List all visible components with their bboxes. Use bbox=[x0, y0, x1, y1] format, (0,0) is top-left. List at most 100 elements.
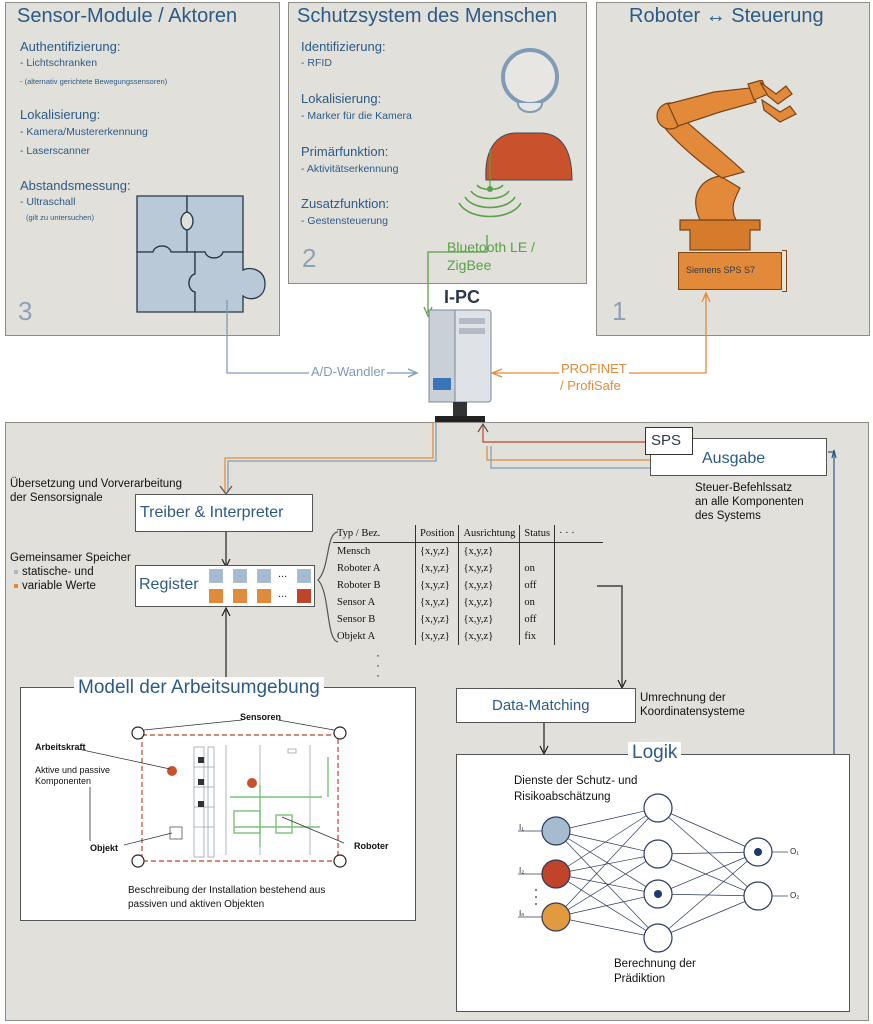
logic-services-line-1: Dienste der Schutz- und bbox=[514, 775, 638, 787]
conversion-line-1: Umrechnung der bbox=[640, 692, 726, 704]
table-cell bbox=[554, 628, 604, 645]
table-row: Roboter B{x,y,z}{x,y,z}off bbox=[333, 577, 604, 594]
table-more-dot-1: · bbox=[376, 648, 380, 662]
table-cell: Roboter A bbox=[337, 563, 381, 574]
memory-title: Gemeinsamer Speicher bbox=[10, 552, 131, 564]
table-cell: off bbox=[519, 577, 555, 594]
wireless-signal-icon bbox=[458, 149, 522, 218]
panel-sensor-number: 3 bbox=[18, 296, 33, 326]
output-label-2: O₂ bbox=[790, 891, 800, 900]
human-item-gesten: Gestensteuerung bbox=[301, 215, 388, 227]
sps-box bbox=[645, 427, 693, 455]
model-desc-line-2: passiven und aktiven Objekten bbox=[128, 899, 265, 910]
memory-static: statische- und bbox=[14, 565, 94, 579]
translation-line-1: Übersetzung und Vorverarbeitung bbox=[10, 478, 182, 490]
computer-tower-icon bbox=[428, 309, 492, 422]
adc-label: A/D-Wandler bbox=[309, 364, 387, 379]
register-cell-static-3 bbox=[257, 569, 271, 583]
human-heading-ident: Identifizierung: bbox=[301, 39, 386, 54]
input-label-2: I₂ bbox=[519, 866, 525, 875]
register-dots-2: ... bbox=[278, 588, 288, 600]
static-dot bbox=[14, 569, 18, 574]
output-label-1: O₁ bbox=[790, 847, 799, 856]
table-cell: {x,y,z} bbox=[458, 577, 520, 594]
register-label: Register bbox=[139, 576, 199, 593]
data-matching-box bbox=[456, 688, 636, 723]
command-line-3: des Systems bbox=[695, 510, 761, 522]
model-components-line-2: Komponenten bbox=[35, 776, 92, 786]
table-row: Objekt A{x,y,z}{x,y,z}fix bbox=[333, 628, 604, 645]
model-worker-label: Arbeitskraft bbox=[35, 742, 86, 752]
panel-human-number: 2 bbox=[302, 243, 317, 273]
register-box bbox=[135, 565, 315, 607]
robot-arm-icon bbox=[656, 80, 797, 251]
sensor-heading-lokal: Lokalisierung: bbox=[20, 107, 101, 122]
data-matching-label: Data-Matching bbox=[492, 697, 590, 714]
sps-label: SPS bbox=[651, 432, 682, 449]
register-cell-static-4 bbox=[297, 569, 311, 583]
table-cell: {x,y,z} bbox=[414, 577, 459, 594]
panel-robot-title: Roboter ↔ Steuerung bbox=[629, 5, 824, 27]
register-table: Typ / Bez. Position Ausrichtung Status ·… bbox=[333, 525, 604, 645]
command-line-2: an alle Komponenten bbox=[695, 496, 804, 508]
driver-interpreter-label: Treiber & Interpreter bbox=[140, 504, 284, 521]
human-item-aktivitaet: Aktivitätserkennung bbox=[301, 163, 399, 175]
table-header: · · · bbox=[554, 525, 604, 543]
table-cell: Sensor A bbox=[337, 597, 376, 608]
table-cell: off bbox=[519, 611, 555, 628]
logic-prediction-line-2: Prädiktion bbox=[614, 973, 666, 985]
table-cell: {x,y,z} bbox=[414, 611, 459, 628]
register-cell-static-1 bbox=[209, 569, 223, 583]
table-header: Typ / Bez. bbox=[333, 525, 416, 543]
plc-connector bbox=[782, 250, 787, 292]
register-cell-variable-3 bbox=[257, 589, 271, 603]
table-header: Status bbox=[519, 525, 555, 543]
puzzle-icon bbox=[136, 195, 266, 313]
memory-variable: variable Werte bbox=[14, 579, 96, 593]
register-cell-static-2 bbox=[233, 569, 247, 583]
command-line-1: Steuer-Befehlssatz bbox=[695, 482, 793, 494]
logic-services-line-2: Risikoabschätzung bbox=[514, 791, 611, 803]
human-heading-primaer: Primärfunktion: bbox=[301, 144, 389, 159]
profinet-label-2: / ProfiSafe bbox=[560, 378, 621, 393]
table-row: Roboter A{x,y,z}{x,y,z}on bbox=[333, 560, 604, 577]
driver-interpreter-box bbox=[135, 494, 313, 532]
table-cell bbox=[554, 542, 604, 560]
panel-robot-number: 1 bbox=[612, 296, 627, 326]
person-icon bbox=[485, 48, 573, 181]
register-dots-1: ... bbox=[278, 568, 288, 580]
ipc-label: I-PC bbox=[444, 287, 480, 307]
human-item-marker: Marker für die Kamera bbox=[301, 110, 411, 122]
input-label-n: Iₙ bbox=[519, 909, 525, 918]
sensor-note-auth: - (alternativ gerichtete Bewegungssensor… bbox=[20, 77, 168, 86]
model-desc-line-1: Beschreibung der Installation bestehend … bbox=[128, 885, 326, 896]
model-robot-label: Roboter bbox=[354, 841, 389, 851]
plc-box bbox=[678, 252, 782, 290]
table-cell bbox=[554, 577, 604, 594]
table-cell: {x,y,z} bbox=[458, 542, 520, 560]
table-cell: Sensor B bbox=[337, 614, 376, 625]
conversion-line-2: Koordinatensysteme bbox=[640, 706, 745, 718]
human-heading-zusatz: Zusatzfunktion: bbox=[301, 196, 390, 211]
bluetooth-label-1: Bluetooth LE / bbox=[447, 239, 535, 255]
table-more-dot-3: · bbox=[376, 668, 380, 682]
model-object-label: Objekt bbox=[90, 843, 119, 853]
sensor-heading-auth: Authentifizierung: bbox=[20, 39, 121, 54]
table-more-dot-2: · bbox=[376, 658, 380, 672]
table-cell: fix bbox=[519, 628, 555, 645]
register-cell-variable-2 bbox=[233, 589, 247, 603]
model-components-line-1: Aktive und passive bbox=[35, 765, 111, 775]
sensor-heading-abstand: Abstandsmessung: bbox=[20, 178, 131, 193]
panel-sensor-title: Sensor-Module / Aktoren bbox=[17, 5, 238, 27]
table-cell: {x,y,z} bbox=[414, 542, 459, 560]
neural-network bbox=[518, 793, 788, 953]
ausgabe-label: Ausgabe bbox=[702, 450, 766, 467]
table-cell: {x,y,z} bbox=[458, 560, 520, 577]
input-label-1: I₁ bbox=[519, 823, 524, 832]
register-cell-variable-4 bbox=[297, 589, 311, 603]
table-cell: {x,y,z} bbox=[458, 611, 520, 628]
sensor-item-ultraschall: Ultraschall bbox=[20, 196, 75, 208]
sensor-note-ultraschall: (gilt zu untersuchen) bbox=[26, 213, 94, 222]
table-cell: {x,y,z} bbox=[458, 628, 520, 645]
logic-prediction-line-1: Berechnung der bbox=[614, 958, 696, 970]
